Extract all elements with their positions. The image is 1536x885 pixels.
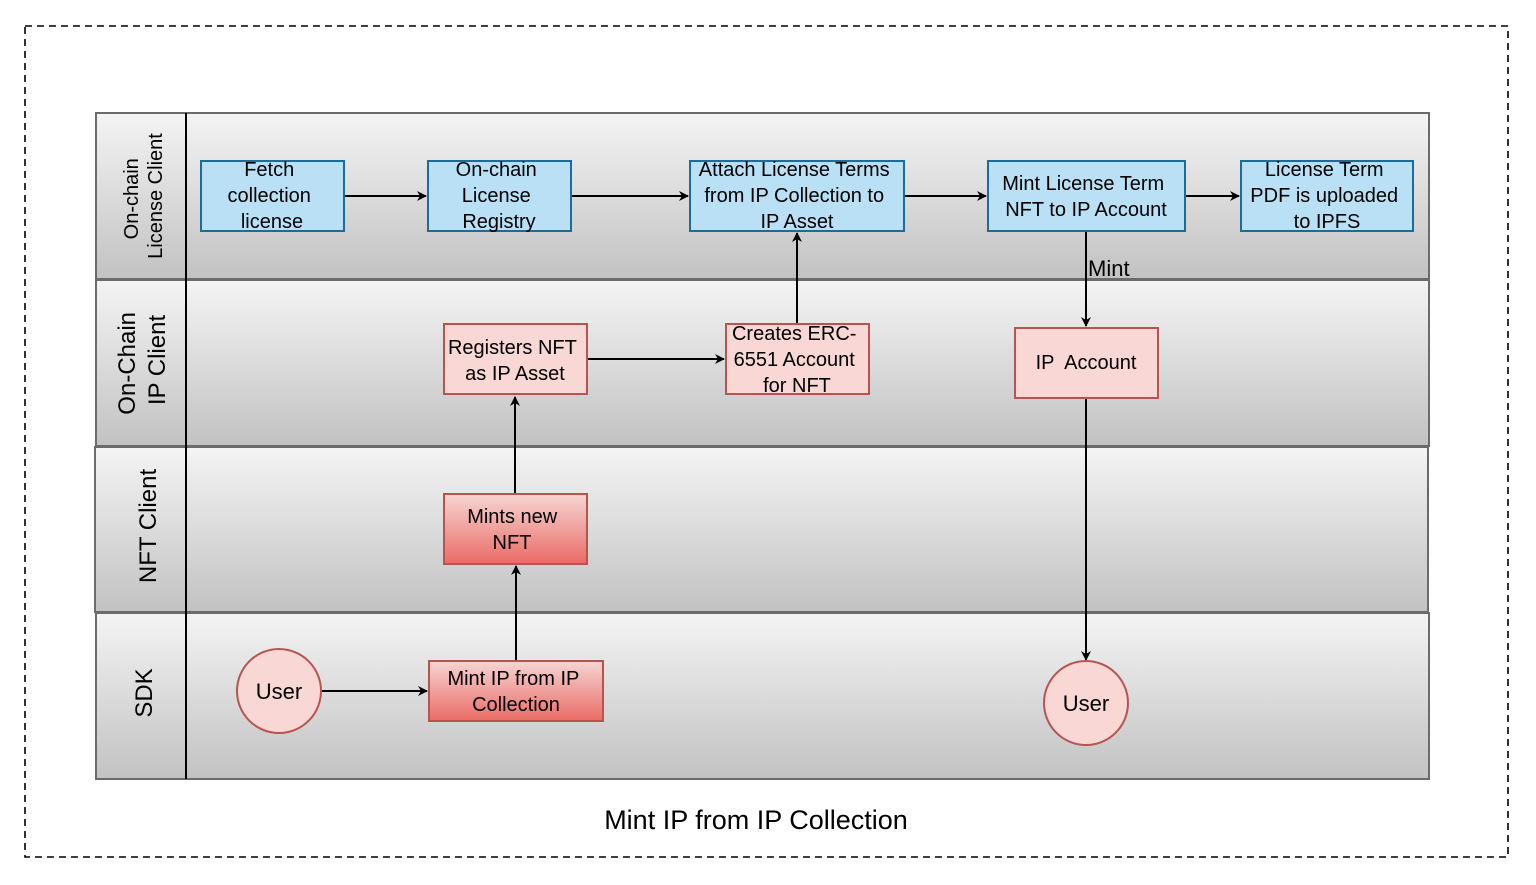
node-text: Registers NFT as IP Asset [448, 337, 582, 385]
lane-label-line: On-chain [121, 158, 143, 239]
node-text: User [1063, 691, 1109, 716]
node-create-erc6551[interactable]: Creates ERC- 6551 Account for NFT [725, 323, 870, 397]
lane-label-line: IP Client [144, 315, 171, 406]
node-text: Mint License Term NFT to IP Account [1002, 173, 1169, 221]
outer-dashed-border [24, 25, 1509, 858]
lane-label-on-chain-ip-client: On-Chain IP Client [114, 305, 171, 414]
node-ip-account[interactable]: IP Account [1014, 327, 1159, 399]
lane-labels: On-chain License Client On-Chain IP Clie… [114, 133, 171, 718]
node-fetch-license[interactable]: Fetch collection license [200, 159, 345, 233]
lane-label-line: License Client [145, 133, 167, 259]
node-text: User [256, 679, 302, 704]
node-text: Fetch collection license [228, 159, 317, 233]
node-user-start[interactable]: User [236, 648, 322, 734]
node-attach-terms[interactable]: Attach License Terms from IP Collection … [689, 159, 905, 233]
node-text: Mints new NFT [467, 506, 563, 554]
diagram-title: Mint IP from IP Collection [604, 805, 908, 835]
node-mint-ip[interactable]: Mint IP from IP Collection [428, 660, 604, 722]
lane-nft-client [94, 446, 1429, 613]
node-mint-license-nft[interactable]: Mint License Term NFT to IP Account [987, 160, 1186, 232]
edges-group [322, 191, 1240, 696]
node-text: Creates ERC- 6551 Account for NFT [732, 323, 862, 397]
lane-sdk [95, 612, 1430, 780]
node-register-ip-asset[interactable]: Registers NFT as IP Asset [443, 323, 588, 395]
lane-label-sdk: SDK [131, 668, 158, 717]
node-text: IP Account [1036, 352, 1137, 374]
edge-label-mint: Mint [1088, 256, 1130, 281]
node-text: License Term PDF is uploaded to IPFS [1250, 159, 1403, 233]
lane-label-on-chain-license-client: On-chain License Client [121, 133, 167, 259]
node-pdf-ipfs[interactable]: License Term PDF is uploaded to IPFS [1240, 159, 1414, 233]
node-text: On-chain License Registry [456, 159, 543, 233]
node-text: Attach License Terms from IP Collection … [699, 159, 895, 233]
lane-label-line: On-Chain [114, 312, 141, 415]
lane-label-nft-client: NFT Client [135, 469, 162, 584]
node-mint-nft[interactable]: Mints new NFT [443, 493, 588, 565]
node-license-registry[interactable]: On-chain License Registry [427, 159, 572, 233]
node-user-end[interactable]: User [1043, 660, 1129, 746]
node-text: Mint IP from IP Collection [447, 668, 584, 716]
